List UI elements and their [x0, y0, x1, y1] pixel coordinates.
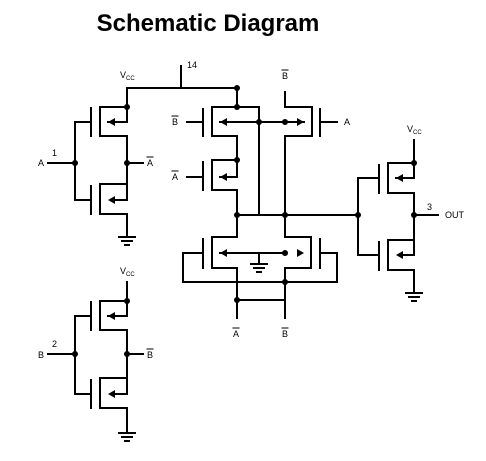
pin-14-label: 14: [187, 60, 197, 70]
center-network: [182, 85, 361, 319]
input-b-label: B: [38, 350, 44, 360]
a-gate-label: A: [344, 117, 350, 127]
vcc-label-right: VCC: [407, 124, 422, 136]
out-label: OUT: [445, 210, 465, 220]
pin-1-label: 1: [52, 148, 57, 158]
pin-2-label: 2: [52, 339, 57, 349]
inverter-a: [47, 65, 238, 246]
output-inverter: [357, 139, 439, 302]
b-bar-gate-label: B: [172, 117, 178, 127]
a-bar-gate-label: A: [172, 172, 178, 182]
b-bar-bottom-label: B: [282, 329, 288, 339]
inverter-b: [47, 281, 144, 442]
labels: VCC VCC VCC 14 1 2 3 A B A B B A B A A B…: [38, 60, 465, 360]
input-a-label: A: [38, 158, 44, 168]
a-bar-output-label: A: [147, 158, 153, 168]
vcc-label-top-left: VCC: [120, 70, 135, 82]
page-title: Schematic Diagram: [96, 10, 320, 37]
b-bar-output-label: B: [147, 350, 153, 360]
b-bar-top-label: B: [282, 71, 288, 81]
a-bar-bottom-label: A: [233, 329, 239, 339]
vcc-label-bottom-left: VCC: [120, 266, 135, 278]
pin-3-label: 3: [427, 202, 432, 212]
